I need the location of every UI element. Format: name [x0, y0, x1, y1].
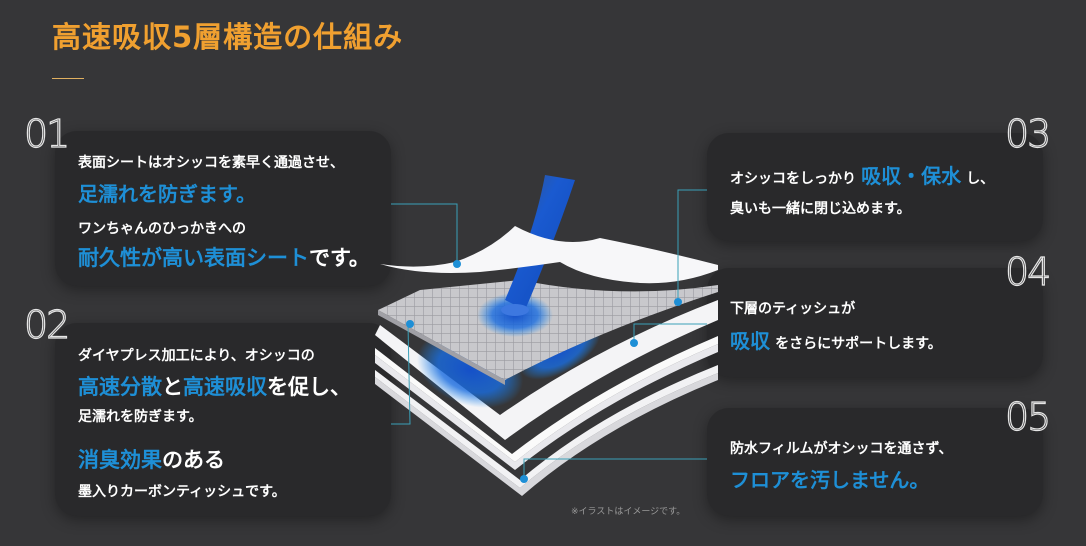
layer-03-line-1: オシッコをしっかり 吸収・保水 し、 — [730, 164, 995, 188]
layer-4-tissue — [375, 344, 718, 470]
layer-04-line-2: 吸収 をさらにサポートします。 — [730, 329, 942, 353]
title-underline — [52, 78, 84, 79]
layer-01-line-1: 表面シートはオシッコを素早く通過させ、 — [78, 155, 344, 171]
layer-number-04: 04 — [1004, 250, 1052, 294]
layer-02-line-4: 消臭効果のある — [78, 448, 225, 472]
page-title: 高速吸収5層構造の仕組み — [52, 20, 404, 54]
layer-number-03: 03 — [1004, 112, 1052, 156]
layer-card-02 — [55, 323, 391, 516]
layer-card-05 — [707, 408, 1043, 516]
layer-number-05: 05 — [1004, 395, 1052, 439]
layer-card-01 — [55, 131, 391, 286]
layer-card-04 — [707, 268, 1043, 377]
layer-05-line-1: 防水フィルムがオシッコを通さず、 — [730, 441, 953, 457]
layer-5-film — [375, 373, 718, 496]
layer-03-line-2: 臭いも一緒に閉じ込めます。 — [730, 201, 911, 217]
layer-01-line-3: ワンちゃんのひっかきへの — [78, 221, 246, 237]
callout-dots — [406, 260, 682, 483]
layer-3-absorbent — [375, 300, 718, 440]
layer-02-line-5: 墨入りカーボンティッシュです。 — [78, 484, 286, 500]
callout-lines — [391, 189, 707, 479]
layer-05-line-2: フロアを汚しません。 — [730, 468, 930, 492]
layer-01-line-2: 足濡れを防ぎます。 — [78, 182, 256, 206]
layer-number-01: 01 — [23, 112, 71, 156]
layer-01-line-4: 耐久性が高い表面シートです。 — [78, 246, 370, 270]
layer-card-03 — [707, 133, 1043, 241]
layer-04-line-1: 下層のティッシュが — [730, 301, 856, 317]
layer-02-line-3: 足濡れを防ぎます。 — [78, 409, 203, 425]
layer-02-line-1: ダイヤプレス加工により、オシッコの — [78, 348, 315, 364]
layer-2-diamond — [378, 280, 718, 380]
layer-number-02: 02 — [23, 303, 71, 347]
layer-02-line-2: 高速分散と高速吸収を促し、 — [78, 375, 351, 399]
layer-1-topsheet — [380, 226, 718, 284]
illustration-note: ※イラストはイメージです。 — [571, 507, 686, 517]
